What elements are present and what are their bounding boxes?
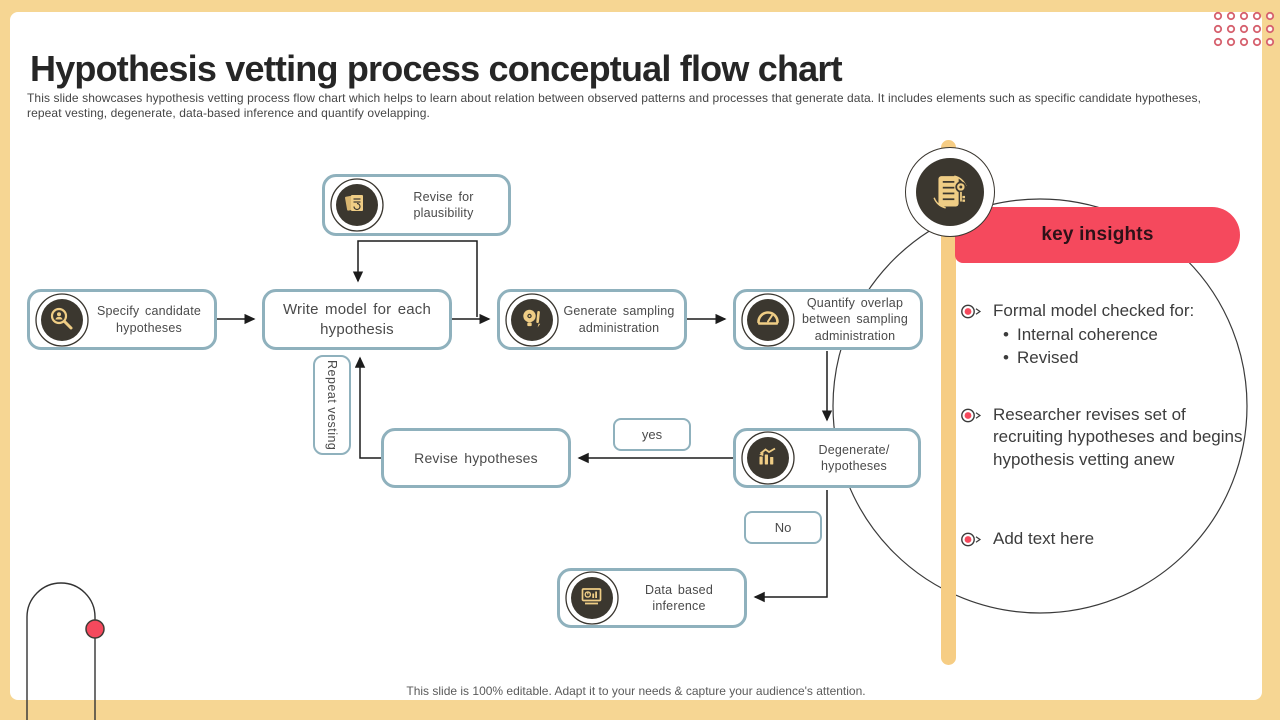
notebook-key-icon xyxy=(905,147,995,237)
insight-item-add-text: Add text here xyxy=(960,528,1246,553)
decorative-arch xyxy=(26,582,105,720)
page-title: Hypothesis vetting process conceptual fl… xyxy=(30,48,843,90)
key-insights-label: key insights xyxy=(1041,224,1154,245)
insight-text: Formal model checked for: xyxy=(993,301,1195,320)
insight-text: Add text here xyxy=(993,529,1095,548)
node-degenerate-hypotheses[interactable]: Degenerate/ hypotheses xyxy=(733,428,921,488)
node-label: Data based inference xyxy=(645,582,713,613)
red-dot xyxy=(85,619,105,639)
bars-trend-icon xyxy=(740,430,796,486)
node-label: Generate sampling administration xyxy=(563,304,675,335)
node-data-based-inference[interactable]: Data based inference xyxy=(557,568,747,628)
node-label: Quantify overlap between sampling admini… xyxy=(802,296,908,343)
insight-item-formal-model: Formal model checked for: Internal coher… xyxy=(960,300,1246,370)
dot-grid-decoration xyxy=(1213,11,1275,47)
insight-item-researcher-revises: Researcher revises set of recruiting hyp… xyxy=(960,404,1246,471)
node-quantify-overlap[interactable]: Quantify overlap between sampling admini… xyxy=(733,289,923,350)
no-text: No xyxy=(774,520,792,535)
insight-subitem: Internal coherence xyxy=(1003,324,1194,347)
bulb-pencil-icon xyxy=(504,292,560,348)
bullet-marker-icon xyxy=(960,407,983,429)
label-yes[interactable]: yes xyxy=(613,418,691,451)
node-label: Write model for each hypothesis xyxy=(282,301,432,338)
node-label: Revise hypotheses xyxy=(414,449,538,466)
yes-text: yes xyxy=(641,427,663,442)
insight-text: Researcher revises set of recruiting hyp… xyxy=(993,405,1243,469)
insight-sublist: Internal coherence Revised xyxy=(993,324,1194,369)
flow-arrows xyxy=(217,240,833,603)
gauge-icon xyxy=(740,292,796,348)
key-insights-header: key insights xyxy=(955,207,1240,263)
slide-description: This slide showcases hypothesis vetting … xyxy=(27,91,1202,120)
node-revise-for-plausibility[interactable]: Revise for plausibility xyxy=(322,174,511,236)
footer-note: This slide is 100% editable. Adapt it to… xyxy=(406,684,866,698)
gold-ribbon-bar xyxy=(941,140,956,665)
node-label: Degenerate/ hypotheses xyxy=(818,442,890,473)
node-label: Revise for plausibility xyxy=(413,189,474,220)
insight-subitem: Revised xyxy=(1003,347,1194,370)
node-label: Specify candidate hypotheses xyxy=(96,304,202,335)
repeat-vesting-text: Repeat vesting xyxy=(325,359,339,451)
documents-refresh-icon xyxy=(329,177,385,233)
node-write-model[interactable]: Write model for each hypothesis xyxy=(262,289,452,350)
presentation-chart-icon xyxy=(564,570,620,626)
bullet-marker-icon xyxy=(960,531,983,553)
label-repeat-vesting[interactable]: Repeat vesting xyxy=(313,355,351,455)
bullet-marker-icon xyxy=(960,303,983,325)
node-specify-candidate-hypotheses[interactable]: Specify candidate hypotheses xyxy=(27,289,217,350)
decorative-circle-outline xyxy=(832,198,1248,614)
node-generate-sampling[interactable]: Generate sampling administration xyxy=(497,289,687,350)
label-no[interactable]: No xyxy=(744,511,822,544)
magnifier-person-icon xyxy=(34,292,90,348)
node-revise-hypotheses[interactable]: Revise hypotheses xyxy=(381,428,571,488)
